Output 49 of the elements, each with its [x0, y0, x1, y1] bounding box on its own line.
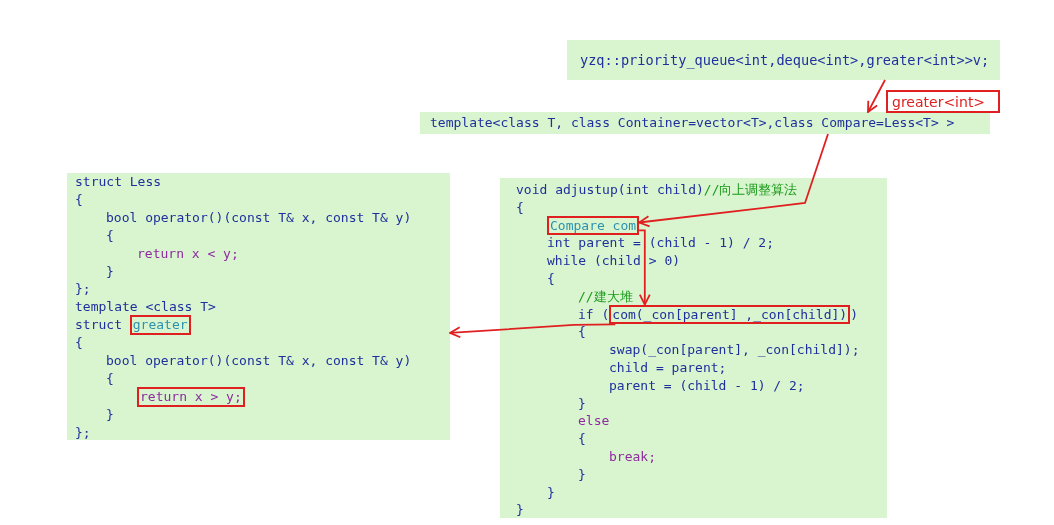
code-line: break;	[609, 449, 656, 464]
code-line: return x < y;	[137, 245, 239, 261]
arrow	[867, 79, 886, 113]
code-line: {	[75, 335, 83, 351]
code-line: struct	[75, 317, 122, 333]
highlight-box: return x > y;	[137, 386, 245, 407]
code-line: }	[547, 484, 555, 500]
code-line: swap(_con[parent], _con[child]);	[609, 342, 860, 358]
code-line: bool operator()(const T& x, const T& y)	[106, 353, 412, 368]
code-panel	[67, 173, 450, 440]
code-line: {	[106, 227, 114, 243]
code-line: {	[547, 271, 555, 286]
highlight-box: Compare com	[547, 215, 640, 236]
code-comment: //建大堆	[578, 288, 633, 304]
code-line: }	[516, 502, 524, 518]
code-line: )	[850, 306, 858, 322]
code-line: template <class T>	[75, 299, 216, 315]
highlight-box: greater	[129, 315, 191, 336]
callout-box: greater<int>	[886, 90, 1000, 113]
code-comment: //向上调整算法	[703, 182, 798, 197]
code-line: while (child > 0)	[547, 253, 681, 269]
arrow	[638, 229, 651, 306]
code-line: else	[578, 413, 610, 429]
code-line: }	[106, 263, 114, 279]
code-line: {	[516, 199, 524, 215]
arrow	[449, 323, 617, 339]
arrow	[638, 133, 829, 228]
highlight-box: com(_con[parent] ,_con[child])	[609, 304, 851, 325]
code-line: child = parent;	[609, 360, 727, 375]
code-line: };	[75, 281, 91, 297]
code-line: {	[578, 324, 586, 340]
code-line: {	[578, 431, 586, 447]
code-line: bool operator()(const T& x, const T& y)	[106, 209, 412, 225]
code-line: struct Less	[75, 174, 162, 189]
code-line: template<class T, class Container=vector<T>,class Compare=Less<T> >	[430, 115, 955, 130]
code-line: parent = (child - 1) / 2;	[609, 377, 805, 393]
code-panel	[420, 112, 990, 134]
code-line: int parent = (child - 1) / 2;	[547, 235, 774, 251]
code-line: yzq::priority_queue<int,deque<int>,greater<int>>v;	[580, 52, 990, 68]
code-line: {	[75, 191, 83, 207]
code-panel	[567, 40, 1000, 80]
code-line: }	[106, 406, 114, 422]
code-line: if (	[578, 306, 610, 322]
code-line: }	[578, 395, 586, 411]
code-line: {	[106, 370, 114, 386]
code-line: };	[75, 424, 91, 440]
code-line: }	[578, 466, 586, 482]
code-panel	[500, 178, 887, 518]
code-line: void adjustup(int child)	[516, 182, 704, 197]
